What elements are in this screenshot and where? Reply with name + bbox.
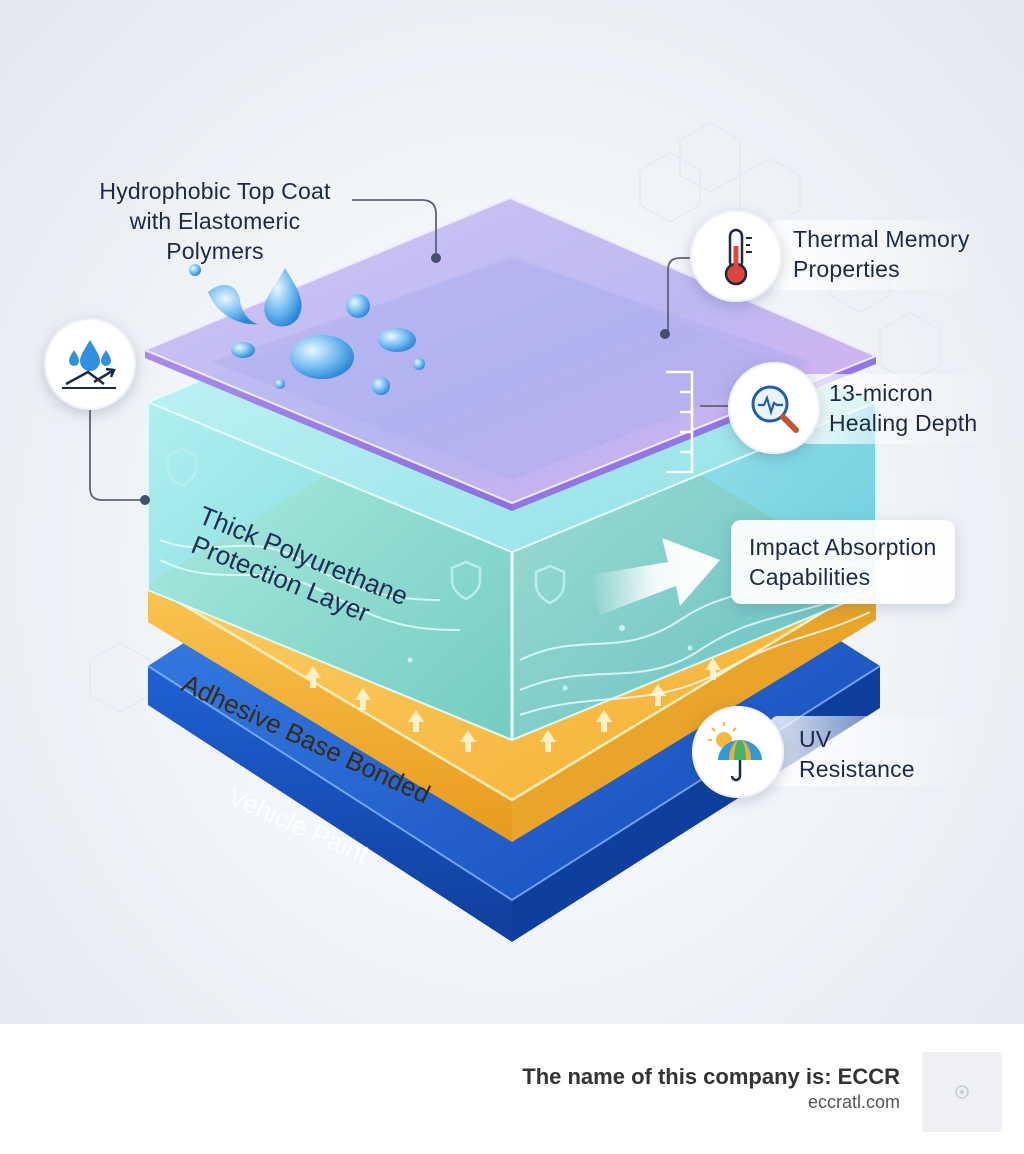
arrow-right-icon <box>590 538 720 615</box>
water-droplets <box>189 264 425 395</box>
callout-leader-lines <box>89 199 730 501</box>
logo-icon <box>955 1085 969 1099</box>
company-url-link[interactable]: eccratl.com <box>807 1092 900 1112</box>
diagram-canvas: Thick Polyurethane Protection Layer Adhe… <box>0 0 1024 1024</box>
top-coat-callout: Hydrophobic Top Coat with Elastomeric Po… <box>80 176 350 266</box>
top-coat-line2: with Elastomeric Polymers <box>129 208 301 264</box>
uv-line2: Resistance <box>799 756 915 782</box>
top-coat-line1: Hydrophobic Top Coat <box>99 178 331 204</box>
measurement-ruler <box>666 370 694 474</box>
water-repel-icon <box>44 318 136 410</box>
callout-dots <box>140 253 670 505</box>
layer-diagram <box>89 122 941 942</box>
healing-label-bg <box>800 374 1000 444</box>
footer: The name of this company is: ECCR eccrat… <box>0 1024 1024 1154</box>
uv-line1: UV <box>799 726 832 752</box>
impact-line1: Impact Absorption <box>749 534 937 560</box>
healing-line2: Healing Depth <box>829 410 978 436</box>
thermal-callout: Thermal Memory Properties <box>793 224 970 284</box>
thermometer-icon <box>690 210 782 302</box>
uv-callout: UV Resistance <box>799 724 915 784</box>
shield-icons <box>166 447 566 605</box>
healing-callout: 13-micron Healing Depth <box>829 378 977 438</box>
sun-umbrella-icon <box>692 706 784 798</box>
adhesive-bond-arrows <box>305 658 721 752</box>
healing-line1: 13-micron <box>829 380 934 406</box>
thermal-line1: Thermal Memory <box>793 226 970 252</box>
bubbles <box>407 625 693 691</box>
thermal-label-bg <box>770 220 990 290</box>
magnifier-pulse-icon <box>728 362 820 454</box>
thermal-line2: Properties <box>793 256 900 282</box>
company-name-text: The name of this company is: ECCR <box>522 1064 900 1089</box>
impact-line2: Capabilities <box>749 564 871 590</box>
impact-callout: Impact Absorption Capabilities <box>731 520 955 604</box>
uv-label-bg <box>770 716 970 786</box>
company-logo <box>922 1052 1002 1132</box>
